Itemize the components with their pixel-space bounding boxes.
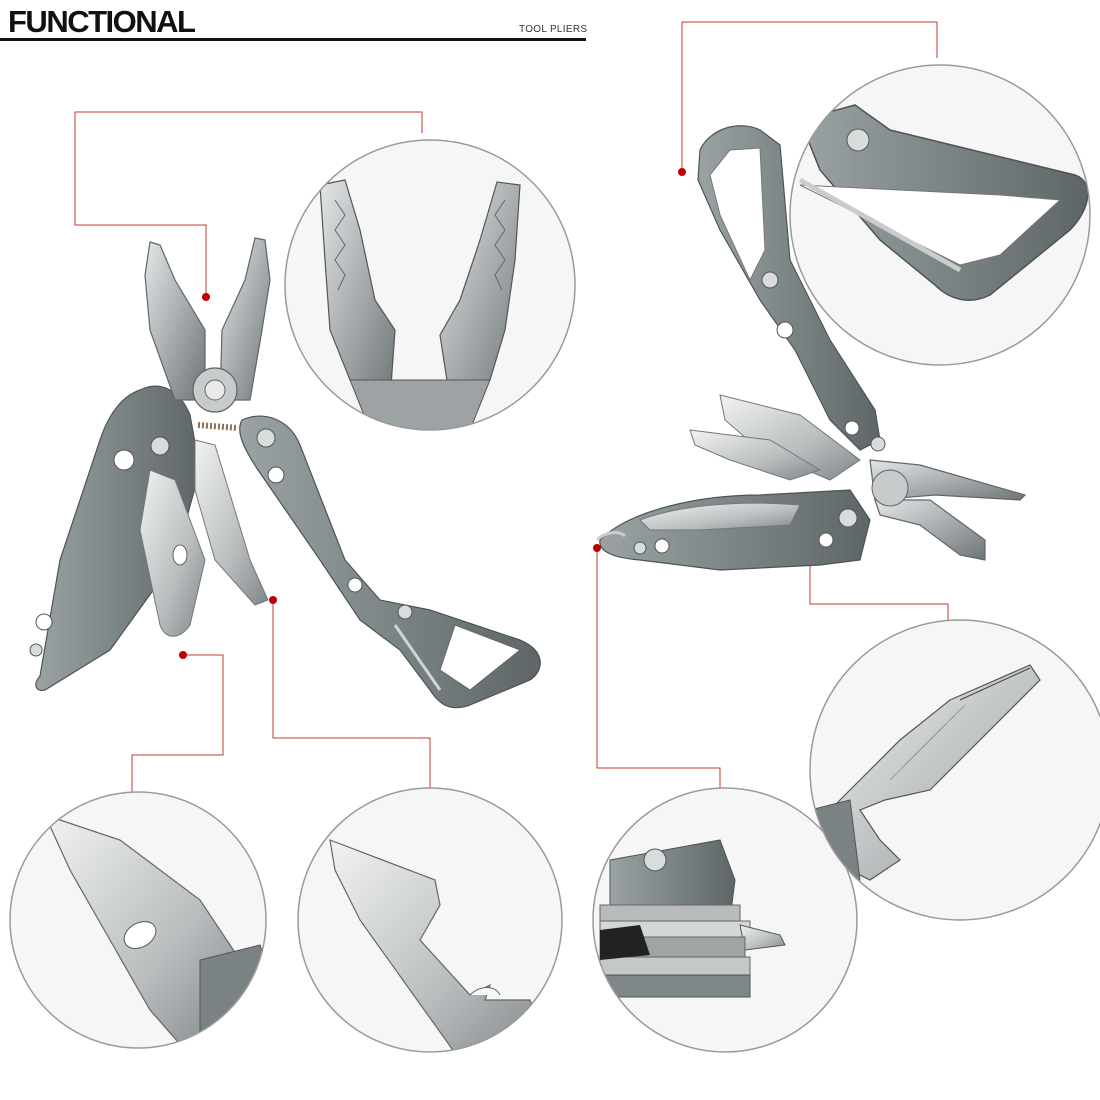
page-title: FUNCTIONAL <box>8 4 196 39</box>
detail-circle-file <box>809 619 1100 921</box>
multitool-side-view <box>595 125 1027 571</box>
page-subtitle: TOOL PLIERS <box>519 24 588 35</box>
detail-circle-carabiner <box>789 64 1091 366</box>
detail-circle-bottle-opener <box>297 787 563 1053</box>
detail-circle-plier-jaws <box>284 139 576 431</box>
multitool-open-main <box>29 237 541 709</box>
detail-circle-knife-blade <box>9 791 267 1049</box>
header-divider <box>0 38 586 41</box>
detail-circle-screwdriver <box>592 787 858 1053</box>
